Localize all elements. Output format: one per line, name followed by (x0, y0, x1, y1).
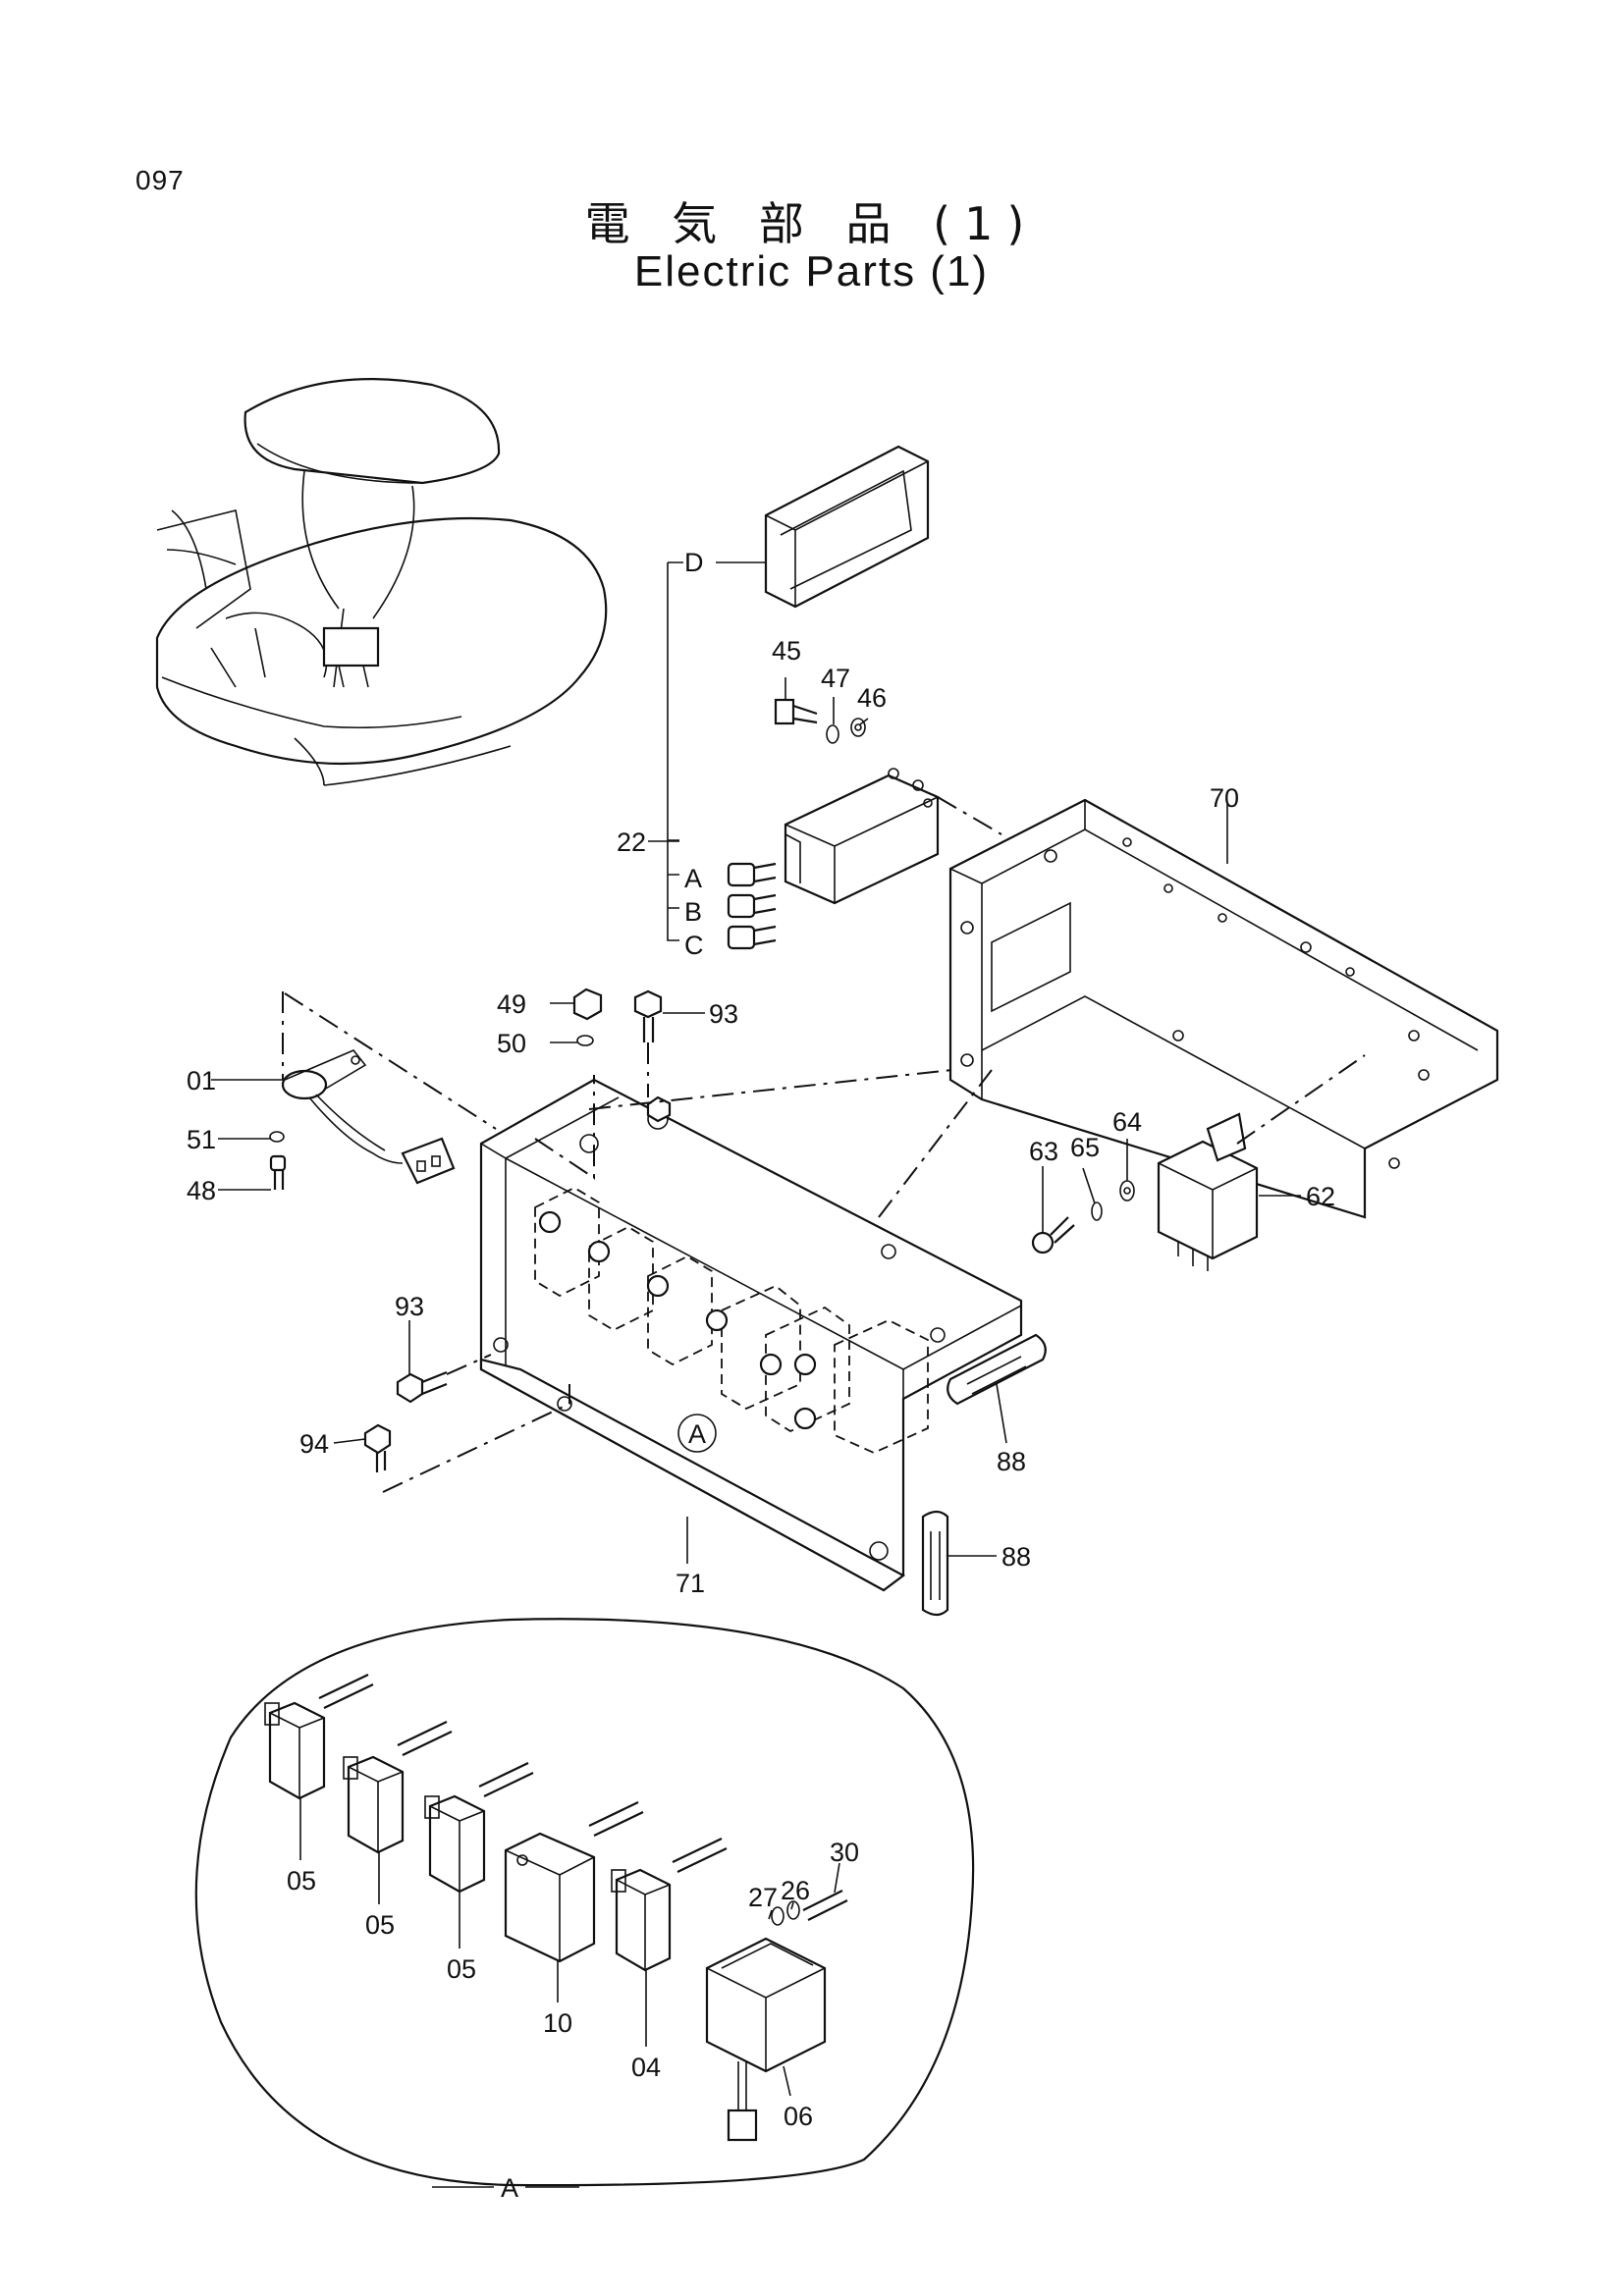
callout-26: 26 (781, 1876, 810, 1905)
screw-set-45-47-46 (774, 698, 866, 744)
bolts-abc (727, 862, 777, 950)
callout-63: 63 (1029, 1137, 1058, 1166)
fasteners-63-64-65 (1031, 1180, 1135, 1255)
callout-06: 06 (784, 2102, 813, 2131)
callout-30: 30 (830, 1838, 859, 1867)
callout-05-first: 05 (287, 1866, 316, 1896)
controller-22 (784, 768, 940, 905)
cover-d (764, 445, 930, 609)
key-c: C (684, 931, 704, 960)
key-d: D (684, 548, 704, 577)
callout-70: 70 (1210, 783, 1239, 813)
detail-a-oval (194, 1618, 975, 2187)
detail-a-ref-circle (677, 1414, 717, 1453)
detail-regulator-06 (705, 1937, 827, 2142)
callout-88-upper: 88 (997, 1447, 1026, 1476)
leader-lines (211, 561, 1301, 2188)
detail-relay-04 (611, 1868, 672, 1972)
relay-62 (1157, 1112, 1259, 1271)
detail-a-ref: A (688, 1419, 706, 1449)
guide-lines (282, 561, 1366, 1493)
callout-45: 45 (772, 636, 801, 666)
callout-22: 22 (617, 828, 646, 857)
callout-94: 94 (299, 1429, 329, 1459)
key-b: B (684, 897, 702, 927)
washer-51-screw-48 (269, 1131, 287, 1190)
callout-88-lower: 88 (1001, 1542, 1031, 1572)
callout-65: 65 (1070, 1133, 1100, 1162)
detail-screws (318, 1674, 848, 1926)
callout-47: 47 (821, 664, 850, 693)
callout-93-lower: 93 (395, 1292, 424, 1321)
callout-93-upper: 93 (709, 999, 738, 1029)
title-japanese: 電 気 部 品 (1) (584, 197, 1039, 250)
callout-48: 48 (187, 1176, 216, 1205)
detail-relays-05 (264, 1701, 486, 1894)
callout-49: 49 (497, 989, 526, 1019)
callout-51: 51 (187, 1125, 216, 1154)
callout-05-third: 05 (447, 1954, 476, 1984)
bolts-93-94-lower (363, 1370, 448, 1472)
machine-overview (155, 378, 608, 786)
bracket-70 (948, 798, 1499, 1219)
callout-50: 50 (497, 1029, 526, 1058)
callout-10: 10 (543, 2008, 572, 2038)
foam-strips-88 (921, 1333, 1047, 1617)
callout-71: 71 (676, 1569, 705, 1598)
key-a: A (684, 864, 702, 893)
sensor-01 (281, 1049, 456, 1185)
callout-05-second: 05 (365, 1910, 395, 1940)
callout-labels: 01 51 48 49 50 93 22 D A B C 45 47 46 70… (187, 548, 1335, 2203)
detail-a-label: A (501, 2173, 518, 2203)
callout-64: 64 (1112, 1107, 1142, 1137)
callout-04: 04 (631, 2053, 661, 2082)
callout-01: 01 (187, 1066, 216, 1095)
nut-49-washer-50-bolt-93 (572, 988, 672, 1123)
detail-unit-10 (504, 1832, 596, 1963)
page-number: 097 (135, 165, 185, 195)
callout-46: 46 (857, 683, 887, 713)
callout-62: 62 (1306, 1182, 1335, 1211)
callout-27: 27 (748, 1883, 778, 1912)
title-english: Electric Parts (1) (633, 247, 990, 295)
